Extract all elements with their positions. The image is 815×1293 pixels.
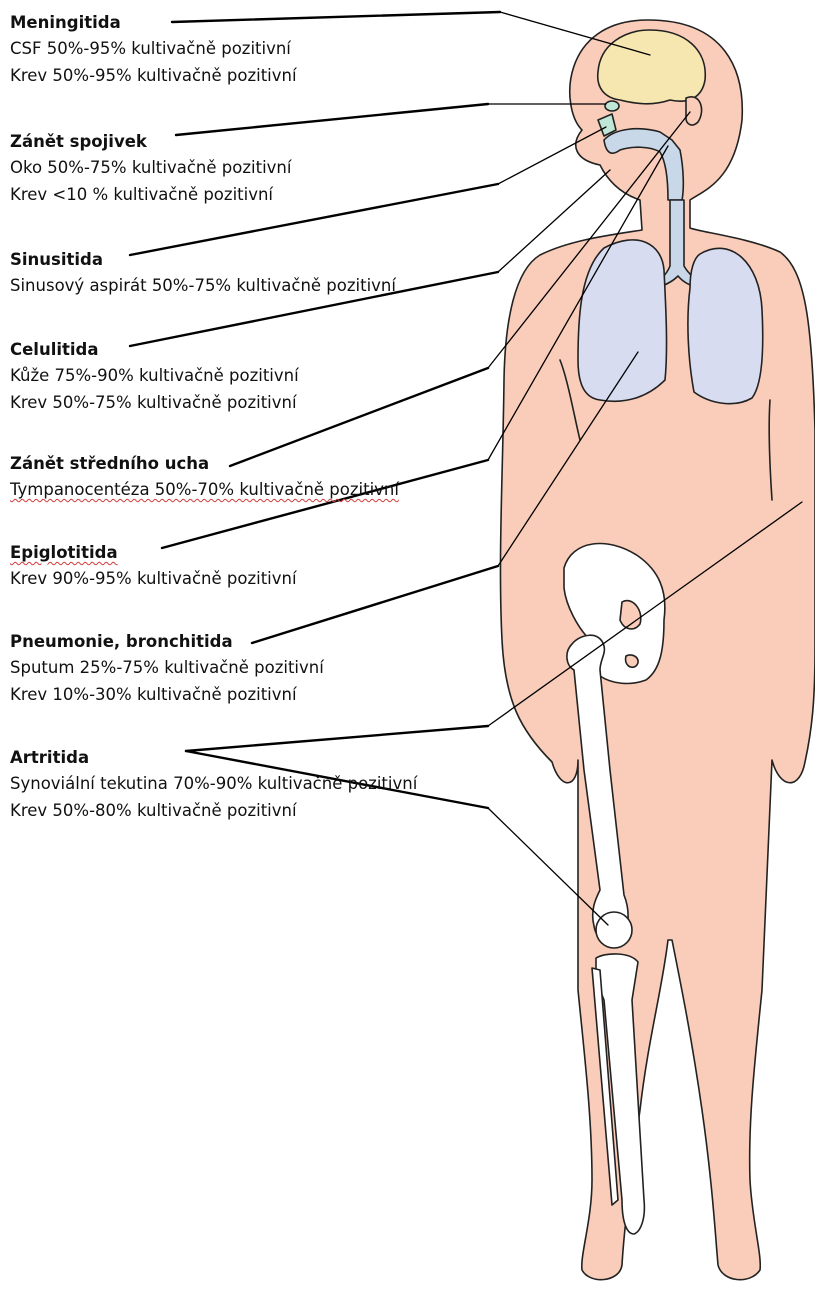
label-title: Pneumonie, bronchitida [10,630,324,654]
label-zanet-stredniho-ucha: Zánět středního ucha Tympanocentéza 50%-… [10,452,399,503]
label-artritida: Artritida Synoviální tekutina 70%-90% ku… [10,746,417,824]
kneecap [596,912,632,948]
label-title: Celulitida [10,338,299,362]
label-line: Sinusový aspirát 50%-75% kultivačně pozi… [10,272,396,299]
label-line: Tympanocentéza 50%-70% kultivačně poziti… [10,476,399,503]
label-line: CSF 50%-95% kultivačně pozitivní [10,35,297,62]
label-zanet-spojivek: Zánět spojivek Oko 50%-75% kultivačně po… [10,130,291,208]
brain [598,30,706,104]
label-sinusitida: Sinusitida Sinusový aspirát 50%-75% kult… [10,248,396,299]
label-line: Kůže 75%-90% kultivačně pozitivní [10,362,299,389]
label-line-squiggle: Tympanocentéza 50%-70% kultivačně poziti… [10,480,399,499]
label-line: Sputum 25%-75% kultivačně pozitivní [10,654,324,681]
label-title-squiggle: Epiglotitida [10,543,118,562]
label-line: Krev 90%-95% kultivačně pozitivní [10,565,297,592]
label-celulitida: Celulitida Kůže 75%-90% kultivačně pozit… [10,338,299,416]
label-title: Meningitida [10,11,297,35]
label-meningitida: Meningitida CSF 50%-95% kultivačně pozit… [10,11,297,89]
label-line: Krev 10%-30% kultivačně pozitivní [10,681,324,708]
label-line: Krev 50%-80% kultivačně pozitivní [10,797,417,824]
label-epiglotitida: Epiglotitida Krev 90%-95% kultivačně poz… [10,541,297,592]
label-line: Krev 50%-95% kultivačně pozitivní [10,62,297,89]
label-title: Zánět spojivek [10,130,291,154]
label-line: Krev 50%-75% kultivačně pozitivní [10,389,299,416]
label-title: Artritida [10,746,417,770]
label-pneumonie-bronchitida: Pneumonie, bronchitida Sputum 25%-75% ku… [10,630,324,708]
eye [605,101,619,111]
label-title: Zánět středního ucha [10,452,399,476]
label-line: Synoviální tekutina 70%-90% kultivačně p… [10,770,417,797]
lung-right [688,248,763,403]
label-title: Epiglotitida [10,541,297,565]
pelvis-hole-2 [626,655,638,667]
label-line: Oko 50%-75% kultivačně pozitivní [10,154,291,181]
ear [686,97,702,125]
label-line: Krev <10 % kultivačně pozitivní [10,181,291,208]
label-title: Sinusitida [10,248,396,272]
